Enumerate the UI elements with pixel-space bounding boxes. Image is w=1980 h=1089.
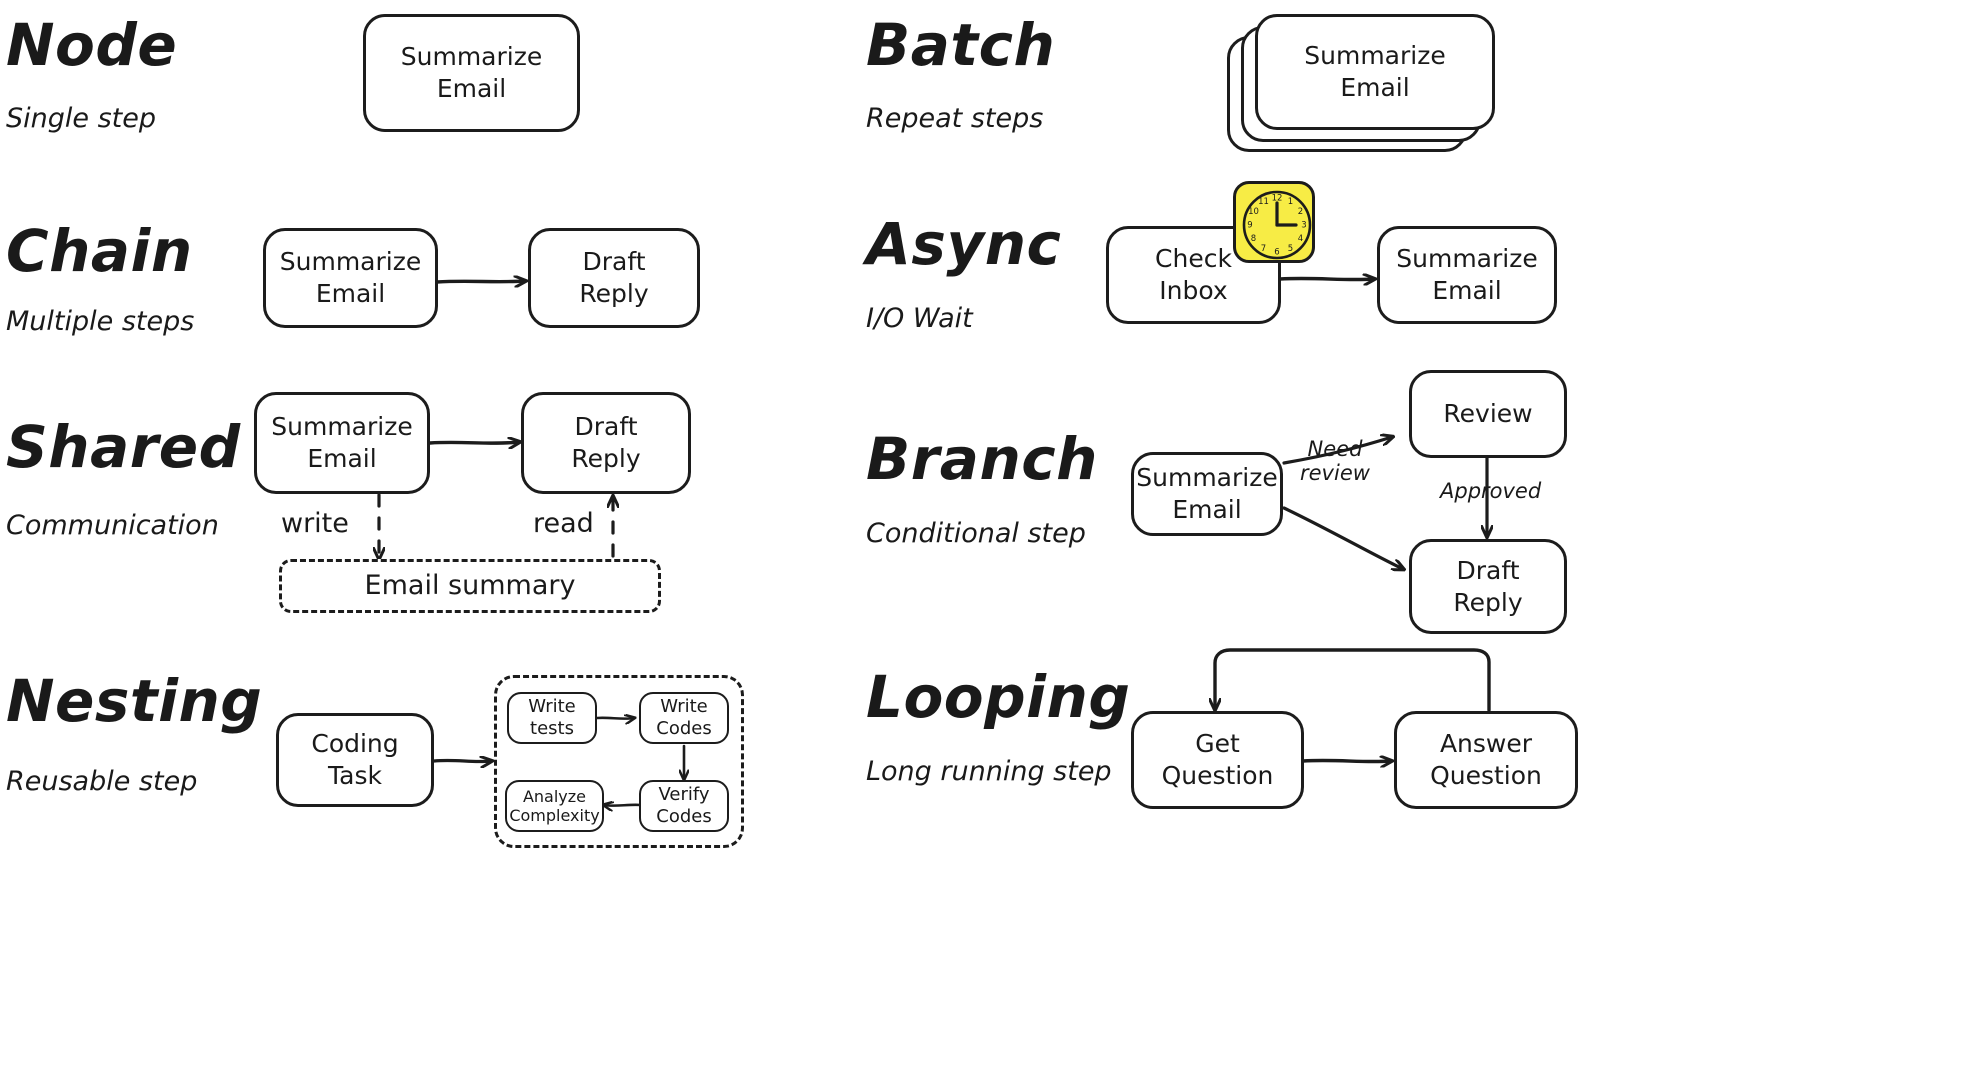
branch-arrow-draft [1282, 506, 1403, 569]
svg-text:10: 10 [1248, 207, 1259, 217]
section-title-chain: Chain [6, 217, 193, 285]
shared-edge-label-read: read [533, 508, 594, 539]
chain-arrow [435, 281, 525, 282]
section-subtitle-chain: Multiple steps [6, 306, 195, 337]
section-subtitle-batch: Repeat steps [866, 103, 1044, 134]
svg-text:2: 2 [1298, 207, 1303, 217]
shared-store-email-summary[interactable]: Email summary [279, 559, 661, 613]
shared-node-draft-reply[interactable]: Draft Reply [521, 392, 691, 494]
svg-text:9: 9 [1247, 221, 1252, 231]
branch-node-summarize-email[interactable]: Summarize Email [1131, 452, 1283, 536]
shared-edge-label-write: write [281, 508, 349, 539]
section-subtitle-branch: Conditional step [866, 518, 1086, 549]
looping-node-answer-question[interactable]: Answer Question [1394, 711, 1578, 809]
svg-text:1: 1 [1288, 197, 1293, 207]
nesting-arrow [432, 760, 491, 761]
svg-text:4: 4 [1298, 234, 1303, 244]
nesting-inner-node-write-tests[interactable]: Write tests [507, 692, 597, 744]
section-subtitle-looping: Long running step [866, 756, 1112, 787]
nesting-inner-node-verify-codes[interactable]: Verify Codes [639, 780, 729, 832]
branch-node-review[interactable]: Review [1409, 370, 1567, 458]
chain-node-summarize-email[interactable]: Summarize Email [263, 228, 438, 328]
nesting-inner-node-analyze-complexity[interactable]: Analyze Complexity [505, 780, 604, 832]
node-summarize-email[interactable]: Summarize Email [363, 14, 580, 132]
section-title-shared: Shared [6, 413, 241, 481]
section-title-nesting: Nesting [6, 667, 263, 735]
shared-node-summarize-email[interactable]: Summarize Email [254, 392, 430, 494]
shared-arrow [428, 442, 519, 443]
svg-text:12: 12 [1272, 194, 1283, 204]
section-title-branch: Branch [866, 425, 1098, 493]
batch-node-summarize-email[interactable]: Summarize Email [1255, 14, 1495, 130]
clock-icon: 12 1 2 3 4 5 6 7 8 9 10 11 [1233, 181, 1315, 263]
looping-arrow-back [1215, 648, 1491, 710]
section-title-node: Node [6, 11, 178, 79]
section-title-batch: Batch [866, 11, 1056, 79]
section-subtitle-async: I/O Wait [866, 303, 973, 334]
svg-text:11: 11 [1258, 197, 1269, 207]
async-node-check-inbox[interactable]: Check Inbox [1106, 226, 1281, 324]
async-node-summarize-email[interactable]: Summarize Email [1377, 226, 1557, 324]
section-subtitle-nesting: Reusable step [6, 766, 198, 797]
section-title-looping: Looping [866, 663, 1131, 731]
svg-text:5: 5 [1288, 244, 1293, 254]
branch-node-draft-reply[interactable]: Draft Reply [1409, 539, 1567, 634]
svg-text:3: 3 [1301, 221, 1306, 231]
chain-node-draft-reply[interactable]: Draft Reply [528, 228, 700, 328]
nesting-inner-node-write-codes[interactable]: Write Codes [639, 692, 729, 744]
svg-text:6: 6 [1274, 248, 1279, 258]
nesting-group-boundary [494, 675, 744, 848]
nesting-node-coding-task[interactable]: Coding Task [276, 713, 434, 807]
async-arrow [1278, 278, 1374, 279]
section-subtitle-node: Single step [6, 103, 156, 134]
looping-arrow-forward [1301, 760, 1391, 761]
section-subtitle-shared: Communication [6, 510, 219, 541]
svg-text:8: 8 [1251, 234, 1256, 244]
looping-node-get-question[interactable]: Get Question [1131, 711, 1304, 809]
section-title-async: Async [866, 210, 1062, 278]
svg-text:7: 7 [1261, 244, 1266, 254]
branch-edge-label-need-review: Need review [1300, 437, 1370, 486]
branch-edge-label-approved: Approved [1440, 479, 1542, 503]
